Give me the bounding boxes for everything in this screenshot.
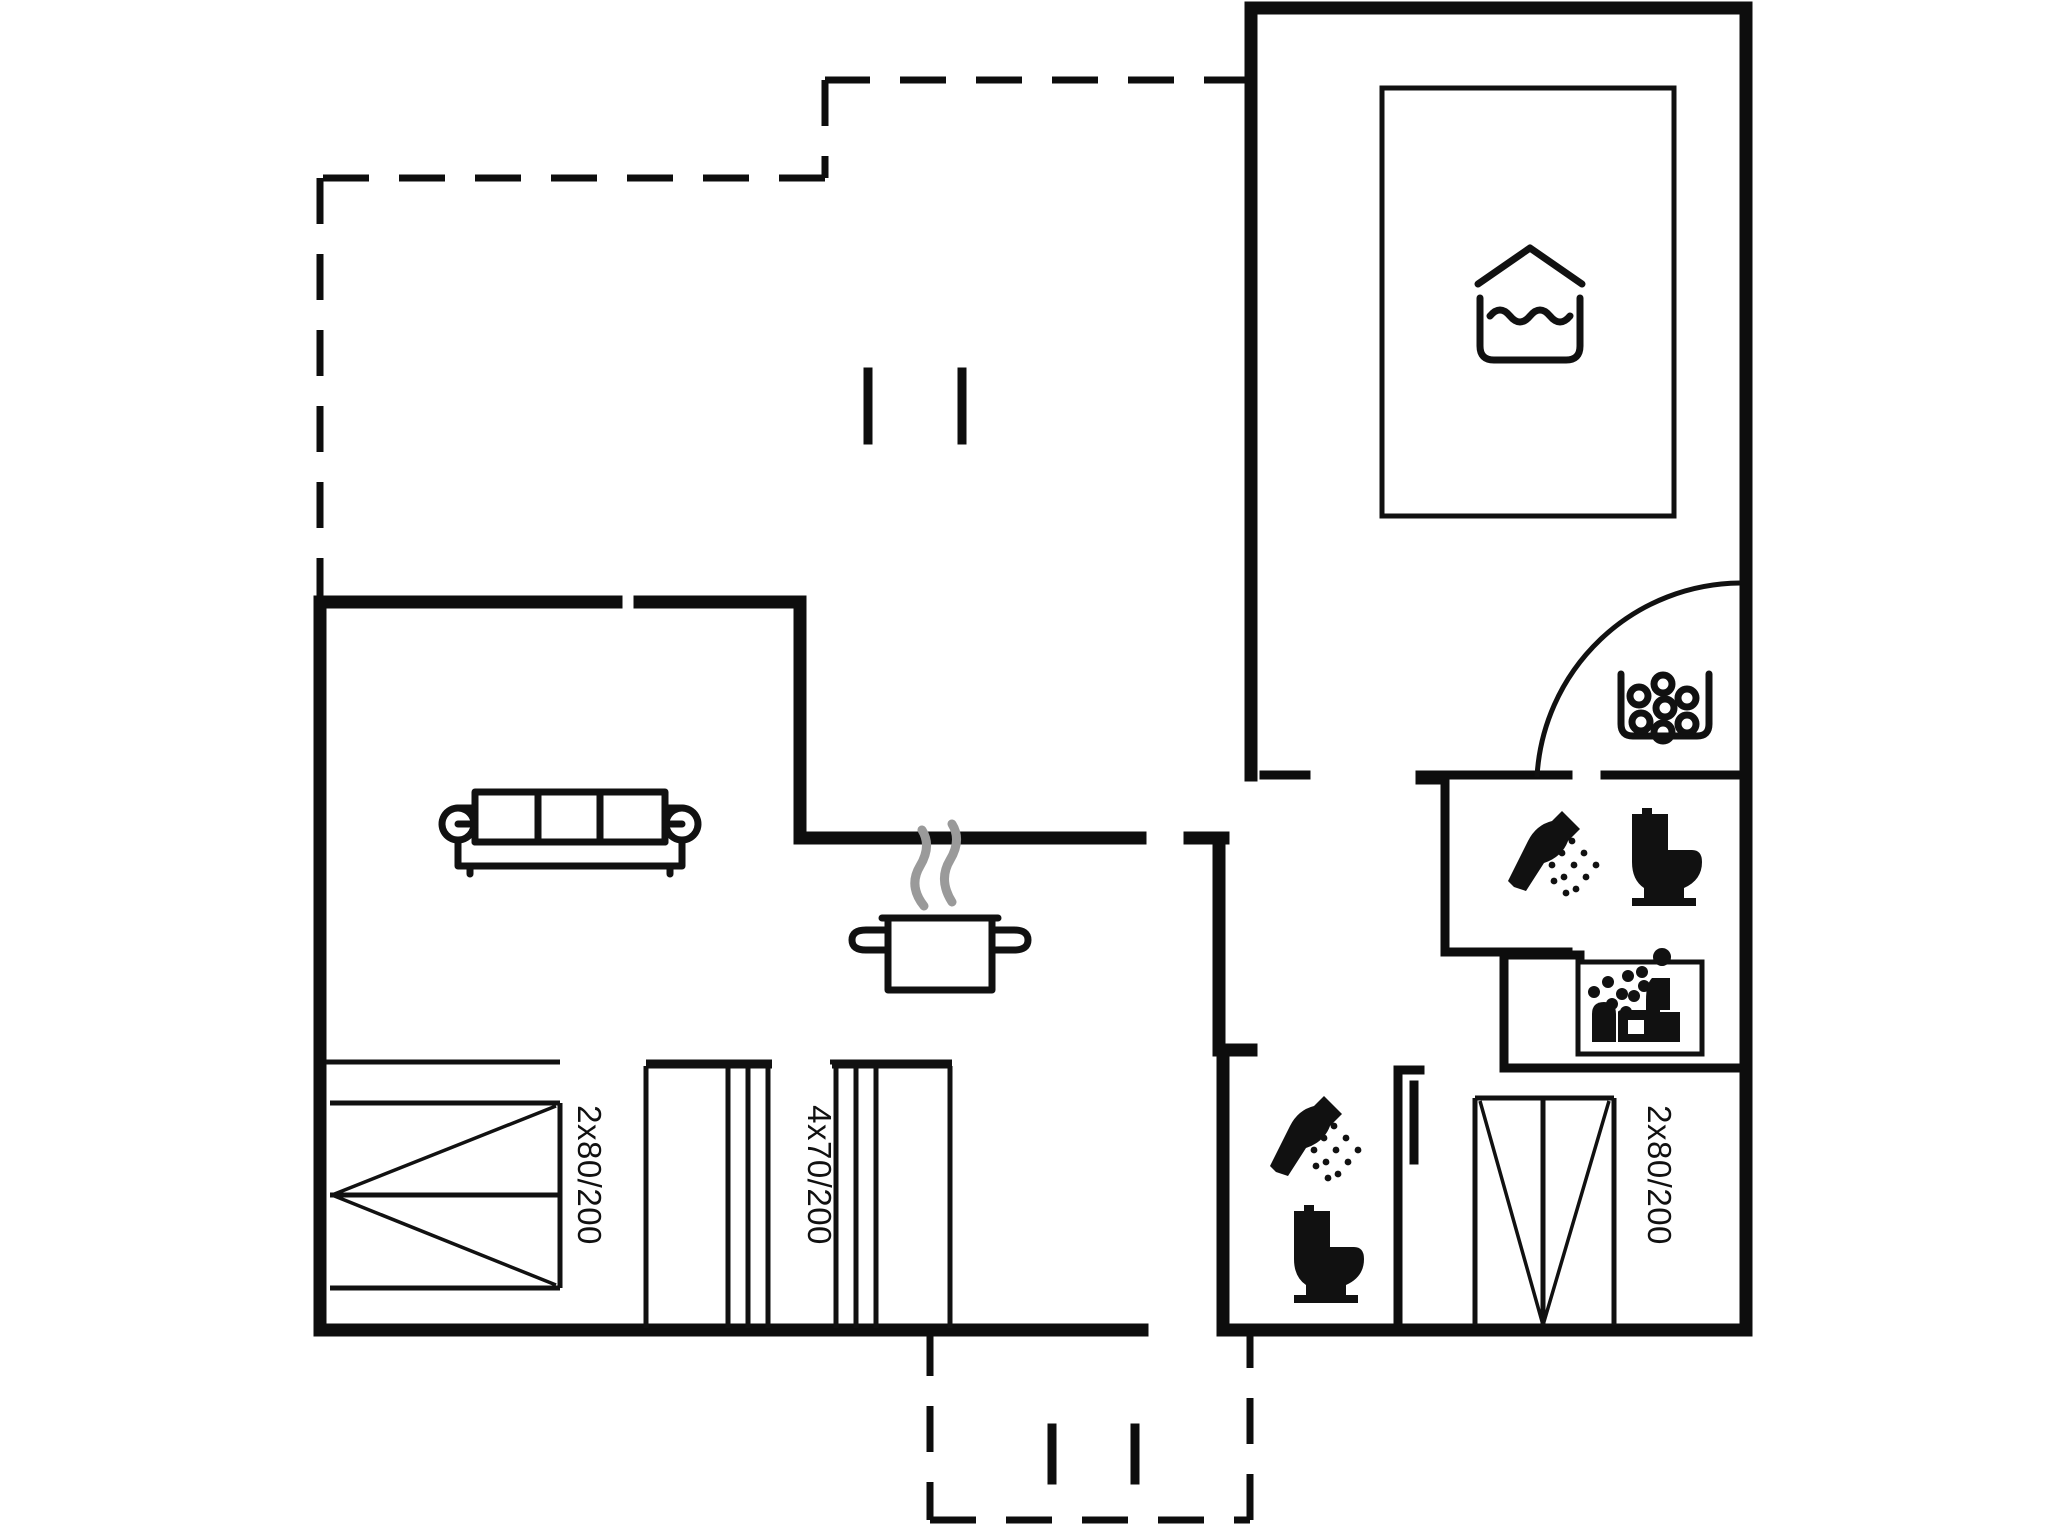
window-symbol bbox=[1472, 1095, 1617, 1326]
dimension-label: 2x80/200 bbox=[571, 1105, 608, 1245]
window-symbol bbox=[326, 1059, 563, 1291]
dimension-label: 2x80/200 bbox=[1641, 1105, 1678, 1245]
dashed-roof-outline bbox=[316, 76, 1250, 600]
toilet-icon bbox=[1294, 1205, 1364, 1303]
dimension-label: 4x70/200 bbox=[801, 1105, 838, 1245]
shower-icon bbox=[1508, 811, 1600, 897]
main-house-walls bbox=[313, 595, 1230, 1337]
roof-opening-marks bbox=[863, 367, 967, 445]
dimension-labels: 2x80/200 4x70/200 2x80/200 bbox=[571, 1105, 1678, 1245]
indoor-pool-icon bbox=[1474, 244, 1586, 364]
sofa-icon bbox=[438, 788, 702, 878]
sauna-room-walls bbox=[1499, 950, 1745, 1073]
sauna-icon bbox=[1575, 948, 1705, 1057]
dashed-terrace-outline bbox=[926, 1330, 1254, 1524]
door-swing-arc bbox=[1534, 580, 1741, 778]
pool-basin bbox=[1379, 85, 1677, 519]
cooking-pot-icon bbox=[848, 819, 1032, 994]
whirlpool-icon bbox=[1617, 670, 1713, 745]
sliding-door-symbol bbox=[643, 1059, 953, 1328]
bathroom-lower-walls bbox=[1393, 1065, 1425, 1335]
shower-icon bbox=[1270, 1096, 1362, 1182]
toilet-icon bbox=[1632, 808, 1702, 906]
terrace-opening-marks bbox=[1047, 1423, 1140, 1485]
pool-wing-outer-walls bbox=[1216, 1, 1753, 1337]
